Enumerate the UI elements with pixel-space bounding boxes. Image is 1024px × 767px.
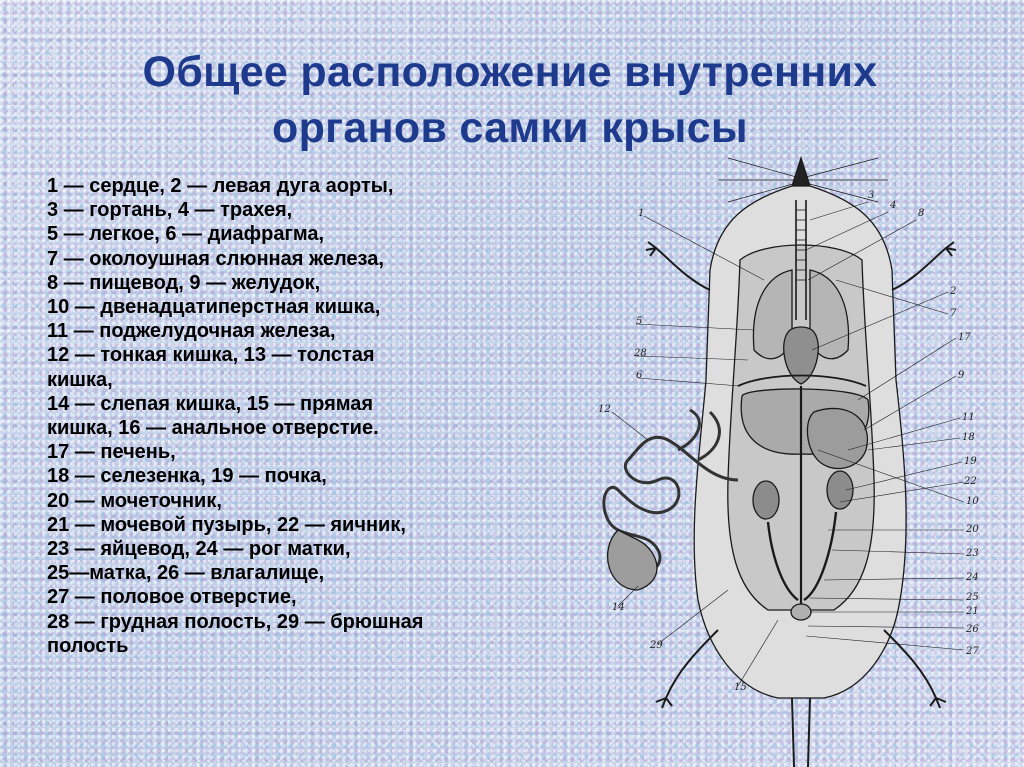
forelimb-right xyxy=(892,242,956,290)
legend-line: 27 — половое отверстие, xyxy=(47,585,562,609)
legend-line: 21 — мочевой пузырь, 22 — яичник, xyxy=(47,513,562,537)
callout-right-label: 8 xyxy=(918,208,924,219)
hindlimb-left xyxy=(656,630,718,708)
callout-left-label: 12 xyxy=(598,404,611,415)
hindlimb-right xyxy=(884,630,946,708)
legend-line: 18 — селезенка, 19 — почка, xyxy=(47,464,562,488)
caecum xyxy=(608,530,657,590)
callout-left-label: 5 xyxy=(636,316,642,327)
legend-line: 25—матка, 26 — влагалище, xyxy=(47,561,562,585)
callout-right-label: 24 xyxy=(965,572,979,583)
legend-line: 28 — грудная полость, 29 — брюшная xyxy=(47,610,562,634)
callout-right-label: 10 xyxy=(966,496,979,507)
callout-right-label: 25 xyxy=(965,592,979,603)
callout-right-label: 18 xyxy=(962,432,975,443)
legend-line: 1 — сердце, 2 — левая дуга аорты, xyxy=(47,174,562,198)
callout-right-label: 17 xyxy=(958,332,971,343)
callout-right-label: 19 xyxy=(964,456,977,467)
legend-line: 11 — поджелудочная железа, xyxy=(47,319,562,343)
legend-line: 8 — пищевод, 9 — желудок, xyxy=(47,271,562,295)
callout-right-label: 7 xyxy=(950,308,957,319)
callout-right-label: 22 xyxy=(963,476,977,487)
legend-line: 7 — околоушная слюнная железа, xyxy=(47,247,562,271)
bladder xyxy=(791,604,811,620)
callout-left-label: 28 xyxy=(633,348,647,359)
kidney-right xyxy=(827,471,853,509)
callout-right-label: 11 xyxy=(962,412,975,423)
callout-right-label: 4 xyxy=(889,200,896,211)
legend-line: 5 — легкое, 6 — диафрагма, xyxy=(47,222,562,246)
legend-line: 3 — гортань, 4 — трахея, xyxy=(47,198,562,222)
legend-line: 14 — слепая кишка, 15 — прямая xyxy=(47,392,562,416)
tail xyxy=(792,698,810,767)
callout-right-label: 23 xyxy=(965,548,979,559)
callout-right-label: 20 xyxy=(965,524,979,535)
legend-line: 23 — яйцевод, 24 — рог матки, xyxy=(47,537,562,561)
callout-right-label: 9 xyxy=(958,370,965,381)
callout-right-label: 2 xyxy=(949,286,956,297)
callout-left-label: 6 xyxy=(636,370,643,381)
callout-left-label: 14 xyxy=(612,602,625,613)
callout-left-label: 15 xyxy=(734,682,747,693)
forelimb-left xyxy=(646,242,710,290)
legend-line: 20 — мочеточник, xyxy=(47,489,562,513)
stomach xyxy=(807,408,867,468)
organ-legend: 1 — сердце, 2 — левая дуга аорты, 3 — го… xyxy=(47,174,562,658)
kidney-left xyxy=(753,481,779,519)
legend-line: 10 — двенадцатиперстная кишка, xyxy=(47,295,562,319)
callout-right-label: 27 xyxy=(965,646,979,657)
callout-left-label: 29 xyxy=(649,640,663,651)
callout-right-label: 3 xyxy=(868,190,874,201)
legend-line: 17 — печень, xyxy=(47,440,562,464)
callout-right-label: 26 xyxy=(965,624,979,635)
snout xyxy=(792,158,810,186)
legend-line: 12 — тонкая кишка, 13 — толстая xyxy=(47,343,562,367)
legend-line: полость xyxy=(47,634,562,658)
legend-line: кишка, 16 — анальное отверстие. xyxy=(47,416,562,440)
legend-line: кишка, xyxy=(47,368,562,392)
slide-title: Общее расположение внутренних органов са… xyxy=(90,44,930,156)
callout-left-label: 1 xyxy=(638,208,644,219)
callout-right-label: 21 xyxy=(965,606,979,617)
